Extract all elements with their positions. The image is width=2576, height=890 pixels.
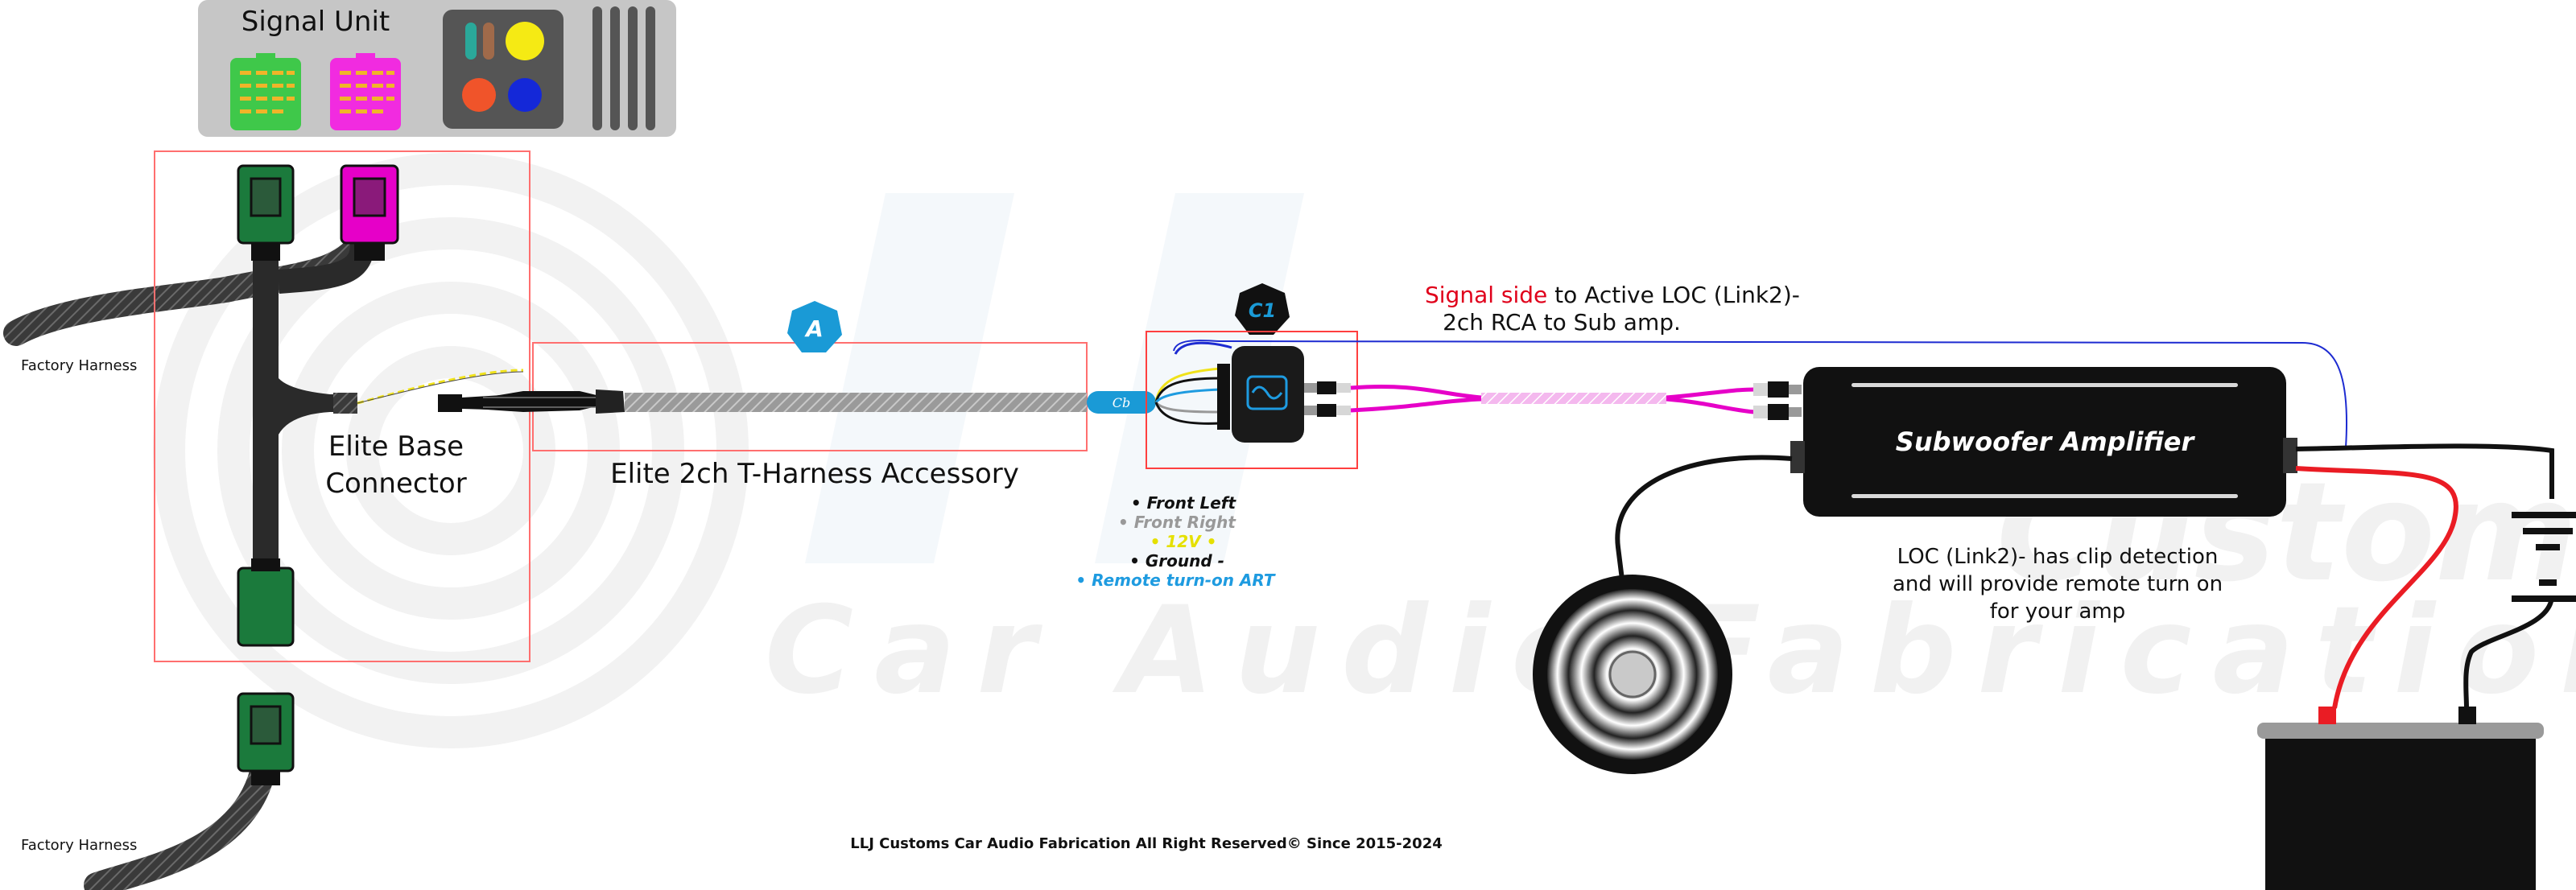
- badge-a-icon: A: [787, 301, 842, 352]
- magenta-plug-icon: [330, 53, 401, 130]
- signal-side-line2: 2ch RCA to Sub amp.: [1443, 309, 1681, 336]
- wire-12v-label: • 12V •: [1150, 532, 1217, 551]
- signal-side-line1: Signal side to Active LOC (Link2)-: [1425, 282, 1800, 308]
- ground-wire-black: [2295, 443, 2554, 499]
- base-connector-label-line2: Connector: [325, 468, 466, 500]
- ground-symbol-icon: [2512, 512, 2576, 602]
- t-harness-label: Elite 2ch T-Harness Accessory: [610, 458, 1019, 490]
- loc-note-line1: LOC (Link2)- has clip detection: [1897, 545, 2219, 569]
- signal-unit-title: Signal Unit: [242, 6, 390, 38]
- color-dots-panel: [443, 10, 564, 129]
- green-connector-bottom-icon: [237, 692, 295, 785]
- loc-note-line3: for your amp: [1990, 600, 2126, 624]
- badge-c1-label: C1: [1249, 299, 1276, 322]
- remote-turn-on-wire: [1173, 340, 2347, 448]
- svg-text:Cb: Cb: [1113, 395, 1130, 410]
- badge-a-label: A: [804, 315, 824, 342]
- elite-base-connector: [253, 233, 375, 571]
- loc-note-line2: and will provide remote turn on: [1893, 572, 2223, 596]
- loc-device-frame: [1146, 331, 1358, 469]
- factory-harness-cable-bottom: [84, 760, 275, 890]
- base-connector-label-line1: Elite Base: [328, 431, 464, 463]
- factory-harness-label-bottom: Factory Harness: [21, 837, 137, 854]
- green-connector-middle-icon: [237, 558, 295, 647]
- battery-icon: [2257, 707, 2544, 890]
- power-wire-red: [2295, 466, 2458, 709]
- signal-unit: Signal Unit: [198, 0, 676, 137]
- green-plug-icon: [230, 53, 301, 130]
- loc-device-icon: [1217, 346, 1351, 443]
- subwoofer-speaker-icon: [1533, 575, 1732, 774]
- green-connector-top-icon: [237, 164, 295, 261]
- rca-cables: [1350, 381, 1802, 420]
- wire-remote-label: • Remote turn-on ART: [1075, 571, 1276, 590]
- wire-ground-label: • Ground -: [1129, 551, 1224, 571]
- footer-copyright: LLJ Customs Car Audio Fabrication All Ri…: [850, 835, 1443, 852]
- subwoofer-amplifier: Subwoofer Amplifier: [1790, 367, 2297, 517]
- factory-harness-label-top: Factory Harness: [21, 357, 137, 374]
- battery-ground-wire: [2463, 595, 2554, 709]
- wire-front-left-label: • Front Left: [1131, 493, 1237, 513]
- vent-bars: [592, 6, 655, 130]
- wire-front-right-label: • Front Right: [1118, 513, 1236, 532]
- t-harness-wire: Cb: [357, 369, 1156, 414]
- amplifier-label: Subwoofer Amplifier: [1896, 426, 2196, 457]
- signal-side-highlight: Signal side: [1425, 282, 1547, 308]
- magenta-connector-top-icon: [340, 164, 399, 261]
- badge-c1-icon: C1: [1235, 283, 1290, 335]
- signal-side-rest: to Active LOC (Link2)-: [1547, 282, 1800, 308]
- loc-wires: [1154, 341, 1232, 425]
- speaker-wire: [1615, 455, 1793, 612]
